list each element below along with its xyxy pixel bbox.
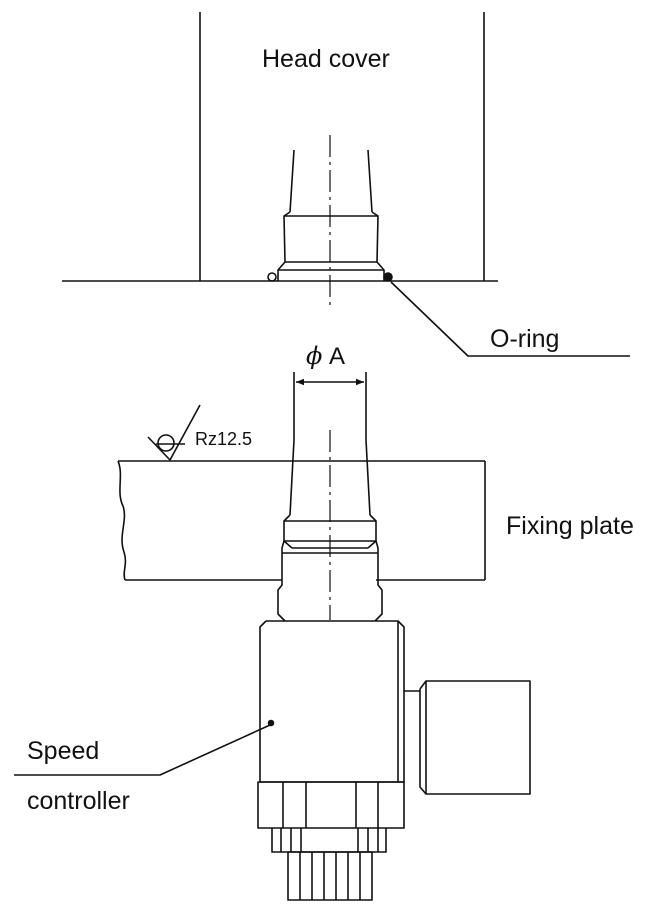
diameter-label: ϕ A <box>306 344 345 369</box>
fitting-shank <box>277 439 383 622</box>
head-cover-label: Head cover <box>262 45 390 73</box>
fixing-plate-label: Fixing plate <box>506 512 634 540</box>
diameter-value: A <box>329 343 346 370</box>
diameter-symbol: ϕ <box>306 342 323 370</box>
knurled-knob <box>271 828 387 901</box>
upper-fitting <box>277 149 385 281</box>
o-ring-label: O-ring <box>490 325 560 353</box>
head-cover <box>62 12 498 282</box>
o-ring <box>267 272 630 357</box>
roughness-symbol <box>147 404 201 461</box>
speed-controller-label-line1: Speed <box>27 737 100 765</box>
side-fitting <box>419 680 531 795</box>
o-ring-leader <box>390 281 630 357</box>
speed-controller-label-line2: controller <box>27 787 130 815</box>
speed-controller-leader <box>14 724 271 776</box>
hex-nut <box>257 781 405 829</box>
speed-controller-body <box>259 620 420 783</box>
diameter-dimension <box>293 372 367 440</box>
fixing-plate <box>117 460 486 581</box>
roughness-label: Rz12.5 <box>195 429 253 449</box>
